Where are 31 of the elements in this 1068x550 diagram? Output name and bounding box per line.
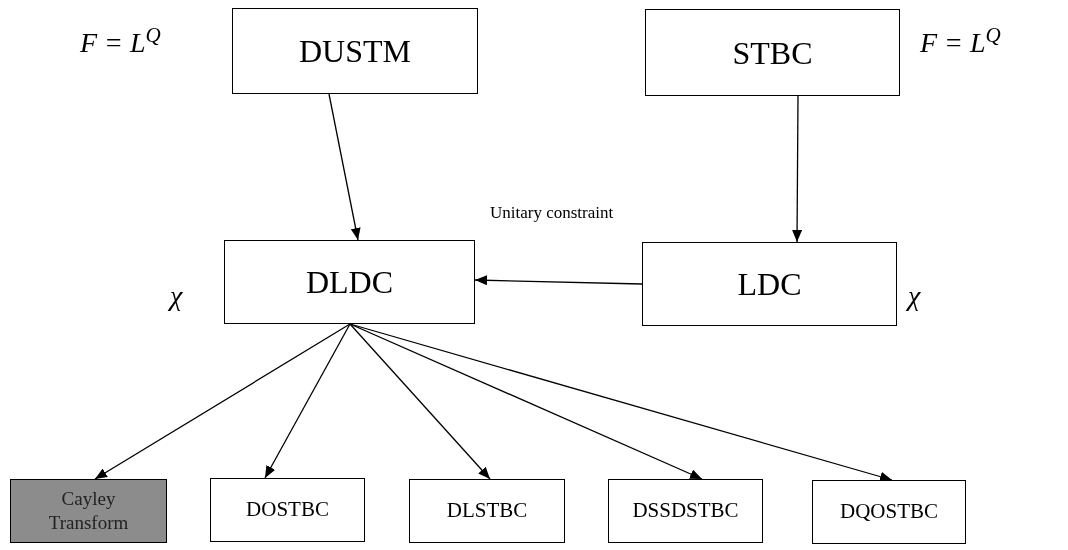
arrow xyxy=(349,323,893,482)
process-box xyxy=(642,242,897,326)
arrow xyxy=(328,93,361,241)
process-box xyxy=(645,9,900,96)
math-annotation: χ xyxy=(170,279,183,313)
math-annotation: F = L$^{Q}$ xyxy=(80,22,161,60)
box-label: LDC xyxy=(737,265,802,304)
math-annotation: F = L$^{Q}$ xyxy=(920,22,1001,60)
shaded-box xyxy=(10,479,167,543)
box-label: DSSDSTBC xyxy=(632,497,739,525)
box-label: DQOSTBC xyxy=(840,498,938,526)
process-box xyxy=(224,240,475,324)
process-box xyxy=(409,479,565,543)
process-box xyxy=(608,479,763,543)
box-label: DUSTM xyxy=(299,32,411,71)
edge-label: Unitary constraint xyxy=(490,202,614,224)
box-label: DLDC xyxy=(305,263,394,302)
arrow xyxy=(349,323,703,480)
box-label: STBC xyxy=(732,33,813,73)
box-label: DOSTBC xyxy=(246,496,329,524)
arrow xyxy=(264,323,351,479)
box-label: Cayley Transform xyxy=(47,487,130,535)
box-label: DLSTBC xyxy=(446,497,528,525)
process-box xyxy=(812,480,966,544)
process-box xyxy=(210,478,365,542)
arrow xyxy=(792,95,803,243)
arrow xyxy=(349,323,491,480)
math-annotation: χ xyxy=(908,279,921,313)
process-box xyxy=(232,8,478,94)
arrow xyxy=(474,275,643,286)
arrow xyxy=(94,323,351,480)
